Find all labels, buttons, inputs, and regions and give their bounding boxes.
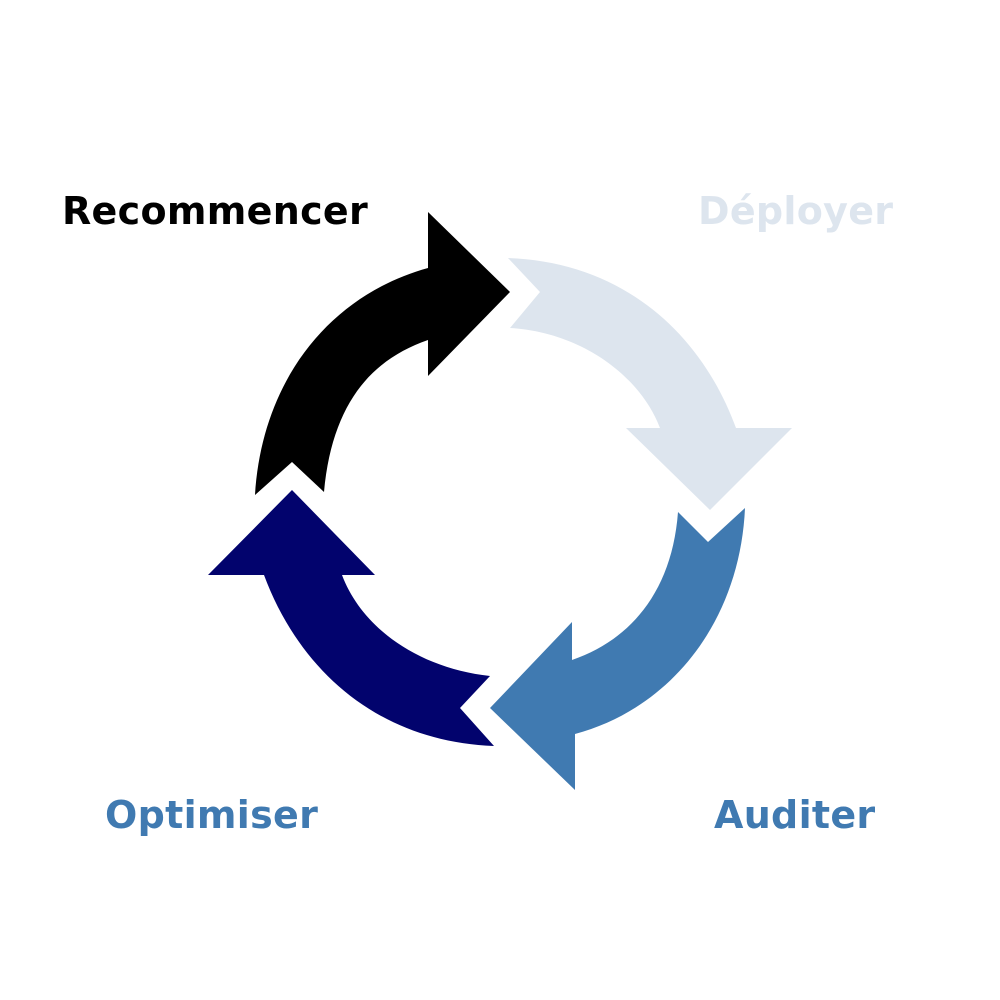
arrow-optimiser <box>208 490 494 746</box>
stage-label-deployer: Déployer <box>698 189 894 233</box>
arrow-deployer <box>508 258 792 510</box>
stage-label-optimiser: Optimiser <box>105 793 319 837</box>
arrow-recommencer <box>255 212 510 495</box>
arrow-auditer <box>490 508 745 790</box>
stage-label-recommencer: Recommencer <box>62 189 369 233</box>
stage-label-auditer: Auditer <box>714 793 876 837</box>
